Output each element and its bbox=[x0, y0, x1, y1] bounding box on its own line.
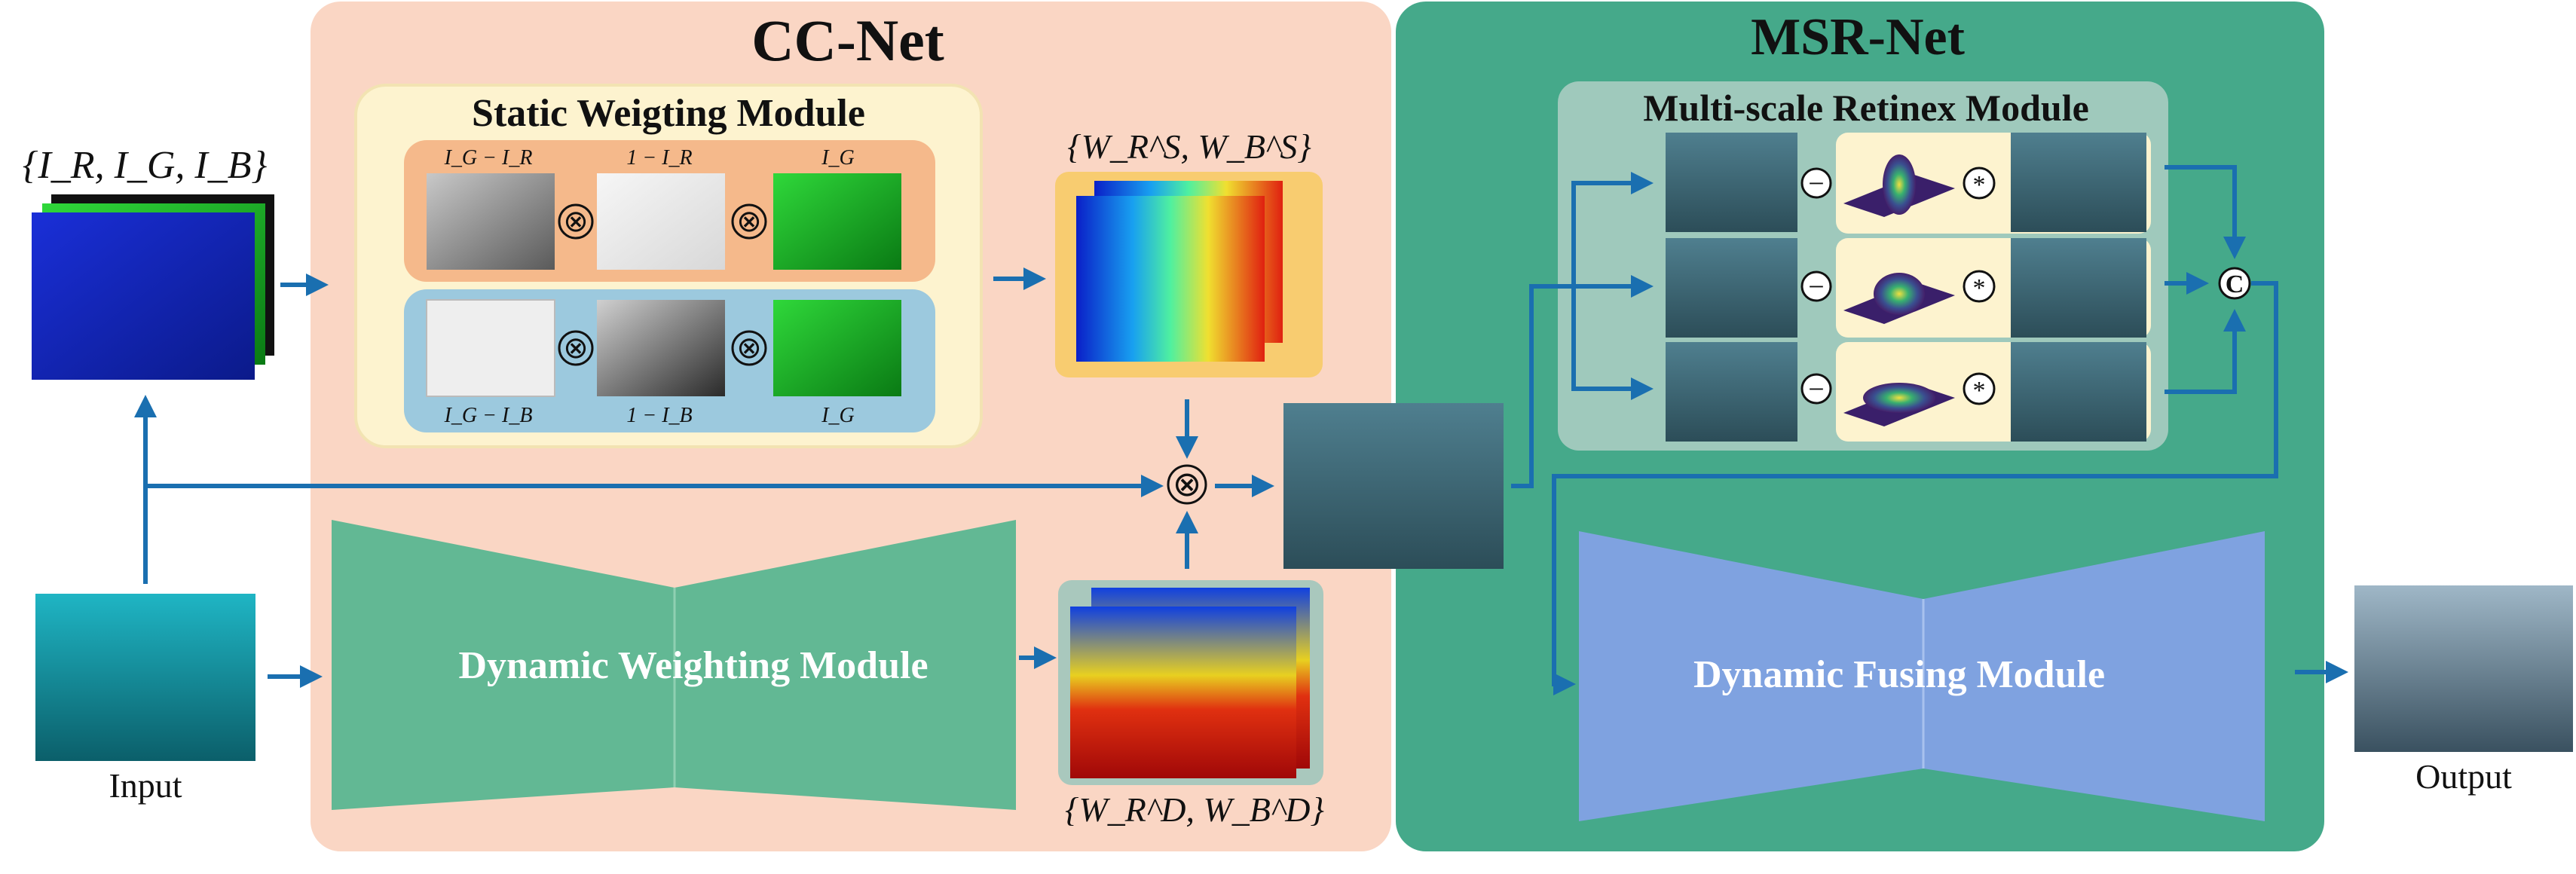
dynamic-weighting-encoder bbox=[332, 520, 675, 810]
dynamic-weights-map bbox=[1070, 607, 1296, 778]
color-corrected-image bbox=[1283, 403, 1504, 569]
dynamic-weights-label: {W_R^D, W_B^D} bbox=[1065, 790, 1324, 829]
minus-icon: − bbox=[1800, 270, 1832, 303]
fusion-multiply-icon: ⊗ bbox=[1167, 464, 1207, 505]
svg-text:⊗: ⊗ bbox=[736, 331, 762, 365]
svg-text:−: − bbox=[1808, 374, 1824, 405]
image-ig-minus-ir bbox=[427, 173, 555, 270]
channels-label: {I_R, I_G, I_B} bbox=[23, 144, 268, 187]
retinex-blur-image-2 bbox=[2011, 238, 2146, 338]
cc-net-title: CC-Net bbox=[751, 8, 944, 73]
minus-icon: − bbox=[1800, 373, 1832, 405]
svg-text:⊗: ⊗ bbox=[563, 204, 589, 238]
svg-text:C: C bbox=[2226, 270, 2244, 298]
dynamic-fusing-title: Dynamic Fusing Module bbox=[1693, 653, 2105, 696]
static-weights-label: {W_R^S, W_B^S} bbox=[1067, 127, 1311, 166]
output-label: Output bbox=[2415, 757, 2512, 796]
label-1-minus-ib: 1 − I_B bbox=[626, 404, 692, 427]
convolution-icon: * bbox=[1963, 270, 1996, 303]
retinex-module-title: Multi-scale Retinex Module bbox=[1643, 87, 2089, 129]
svg-text:−: − bbox=[1808, 168, 1824, 200]
output-image bbox=[2354, 585, 2573, 752]
multiply-icon: ⊗ bbox=[558, 330, 594, 366]
arrow-image-to-retinex bbox=[1511, 275, 1654, 488]
gaussian-kernel-3 bbox=[1843, 383, 1955, 426]
static-weights-map bbox=[1076, 196, 1265, 362]
input-image bbox=[35, 594, 255, 761]
svg-text:⊗: ⊗ bbox=[1173, 465, 1202, 503]
label-ig-minus-ir: I_G − I_R bbox=[444, 146, 533, 170]
convolution-icon: * bbox=[1963, 372, 1996, 405]
multiply-icon: ⊗ bbox=[731, 330, 767, 366]
msr-net-title: MSR-Net bbox=[1751, 8, 1965, 66]
arrow-branch-row-3 bbox=[1571, 286, 1654, 400]
gaussian-kernel-1 bbox=[1843, 154, 1955, 217]
retinex-input-image-2 bbox=[1666, 238, 1797, 338]
image-ig-top bbox=[773, 173, 901, 270]
label-ig-top: I_G bbox=[821, 146, 855, 170]
image-1-minus-ir bbox=[597, 173, 725, 270]
label-ig-bottom: I_G bbox=[821, 404, 855, 427]
image-ig-bottom bbox=[773, 300, 901, 396]
retinex-input-image-3 bbox=[1666, 342, 1797, 442]
dynamic-weighting-title: Dynamic Weighting Module bbox=[458, 644, 928, 687]
flow-arrows bbox=[134, 165, 2348, 695]
arrow-concat-to-fusing bbox=[1552, 281, 2278, 695]
concat-icon: C bbox=[2218, 267, 2251, 300]
dynamic-fusing-encoder bbox=[1579, 531, 1923, 821]
multiply-icon: ⊗ bbox=[731, 203, 767, 240]
svg-text:⊗: ⊗ bbox=[563, 331, 589, 365]
retinex-blur-image-3 bbox=[2011, 342, 2146, 442]
svg-text:⊗: ⊗ bbox=[736, 204, 762, 238]
input-label: Input bbox=[109, 766, 182, 805]
label-1-minus-ir: 1 − I_R bbox=[626, 146, 692, 170]
minus-icon: − bbox=[1800, 167, 1832, 200]
multiply-icon: ⊗ bbox=[558, 203, 594, 240]
svg-text:*: * bbox=[1973, 377, 1986, 405]
convolution-icon: * bbox=[1963, 167, 1996, 200]
retinex-blur-image-1 bbox=[2011, 133, 2146, 232]
arrow-row-3-to-concat bbox=[2165, 309, 2246, 394]
retinex-input-image-1 bbox=[1666, 133, 1797, 232]
channel-image-b bbox=[32, 212, 255, 380]
arrow-branch-row-1 bbox=[1571, 172, 1654, 286]
label-ig-minus-ib: I_G − I_B bbox=[444, 404, 533, 427]
gaussian-kernel-2 bbox=[1843, 273, 1955, 324]
static-module-title: Static Weigting Module bbox=[472, 92, 865, 135]
svg-text:−: − bbox=[1808, 271, 1824, 303]
image-1-minus-ib bbox=[597, 300, 725, 396]
dynamic-weighting-decoder bbox=[675, 520, 1016, 810]
image-ig-minus-ib bbox=[426, 299, 555, 397]
svg-text:*: * bbox=[1973, 171, 1986, 199]
dynamic-fusing-decoder bbox=[1923, 531, 2265, 821]
arrow-row-1-to-concat bbox=[2165, 165, 2246, 259]
svg-text:*: * bbox=[1973, 274, 1986, 302]
